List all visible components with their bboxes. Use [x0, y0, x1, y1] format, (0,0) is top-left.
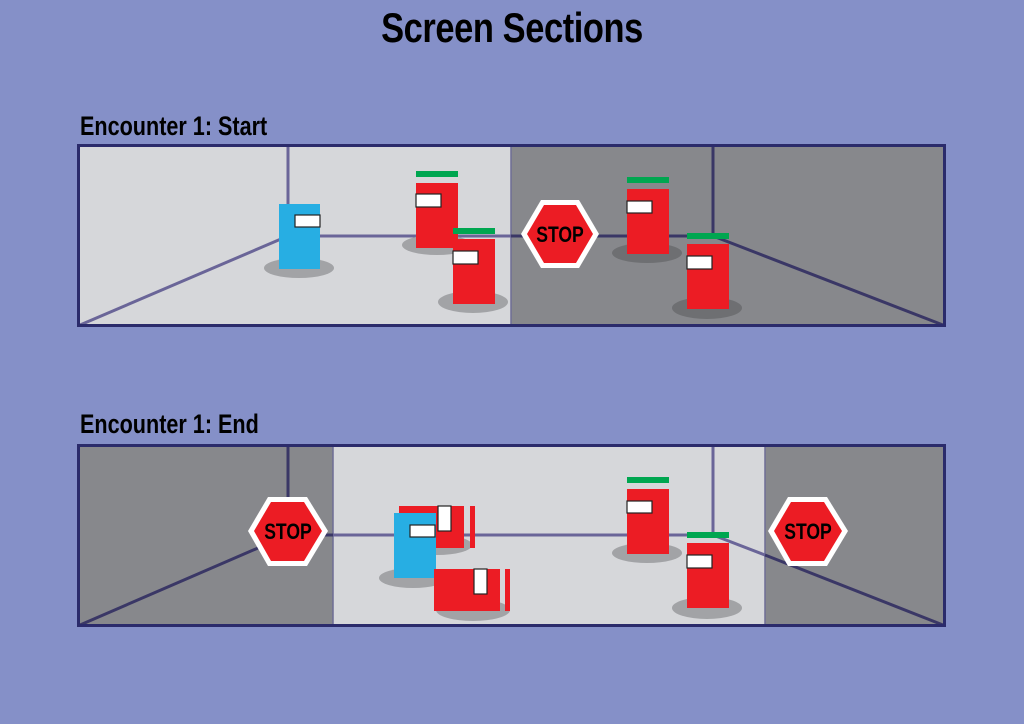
enemy-body	[416, 183, 458, 248]
visor	[686, 255, 713, 270]
enemy-character	[672, 233, 742, 319]
health-bar	[416, 171, 458, 177]
visor	[626, 500, 653, 514]
enemy-character	[672, 532, 742, 619]
page-title: Screen Sections	[381, 4, 643, 51]
health-bar	[687, 532, 729, 538]
stop-sign-left: STOP	[248, 497, 328, 566]
visor	[437, 505, 452, 532]
panel-label-start: Encounter 1: Start	[80, 111, 268, 141]
health-bar-depleted	[470, 506, 475, 548]
player-body	[394, 513, 436, 578]
panel-frame	[77, 144, 946, 327]
enemy-body	[434, 569, 500, 611]
enemy-character	[612, 177, 682, 263]
enemy-body	[627, 489, 669, 554]
visor	[415, 193, 442, 208]
enemy-body	[687, 543, 729, 608]
visor	[452, 250, 479, 265]
panel-frame	[77, 444, 946, 627]
defeated-enemy	[434, 568, 510, 621]
health-bar-depleted	[505, 569, 510, 611]
health-bar	[627, 477, 669, 483]
stop-text: STOP	[536, 223, 584, 247]
panel-start: STOP	[77, 144, 946, 327]
visor	[294, 214, 321, 228]
enemy-body	[687, 244, 729, 309]
enemy-character	[612, 477, 682, 563]
stop-text: STOP	[264, 520, 312, 544]
enemy-body	[627, 189, 669, 254]
player-body	[279, 204, 320, 269]
stop-text: STOP	[784, 520, 832, 544]
visor	[473, 568, 488, 595]
enemy-character	[438, 228, 508, 313]
health-bar	[687, 233, 729, 239]
health-bar	[453, 228, 495, 234]
player-character	[264, 204, 334, 278]
health-bar	[627, 177, 669, 183]
player-character	[379, 513, 447, 588]
panel-end: STOP	[77, 444, 946, 627]
enemy-body	[453, 239, 495, 304]
stop-sign-right: STOP	[768, 497, 848, 566]
visor	[686, 554, 713, 569]
visor	[626, 200, 653, 214]
stop-sign: STOP	[521, 200, 599, 268]
visor	[409, 524, 436, 538]
panel-label-end: Encounter 1: End	[80, 409, 259, 439]
